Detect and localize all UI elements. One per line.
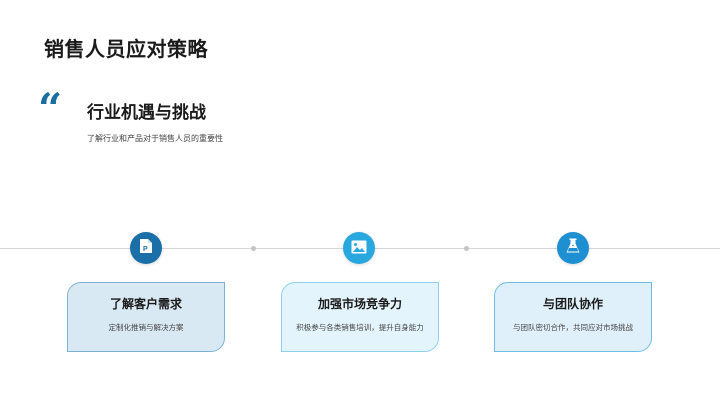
timeline-node-2 [343, 232, 375, 264]
timeline-node-3 [557, 232, 589, 264]
section-subtitle: 了解行业和产品对于销售人员的重要性 [87, 134, 223, 143]
timeline-card-1: 了解客户需求 定制化推销与解决方案 [67, 282, 225, 352]
section-title: 行业机遇与挑战 [87, 103, 206, 123]
timeline-card-3: 与团队协作 与团队密切合作，共同应对市场挑战 [494, 282, 652, 352]
flask-icon [566, 238, 580, 258]
slide-title: 销售人员应对策略 [44, 37, 208, 61]
image-icon [351, 239, 367, 258]
timeline-dot [251, 246, 256, 251]
document-p-icon: P [139, 238, 153, 258]
card-title: 了解客户需求 [109, 297, 182, 311]
svg-text:P: P [143, 246, 148, 253]
quote-icon: “ [38, 84, 63, 133]
timeline-dot [464, 246, 469, 251]
card-description: 定制化推销与解决方案 [108, 323, 184, 332]
card-title: 加强市场竞争力 [317, 297, 402, 311]
card-title: 与团队协作 [542, 297, 603, 311]
card-description: 积极参与各类销售培训，提升自身能力 [296, 323, 424, 332]
timeline-card-2: 加强市场竞争力 积极参与各类销售培训，提升自身能力 [281, 282, 439, 352]
card-description: 与团队密切合作，共同应对市场挑战 [513, 323, 633, 332]
timeline-node-1: P [130, 232, 162, 264]
